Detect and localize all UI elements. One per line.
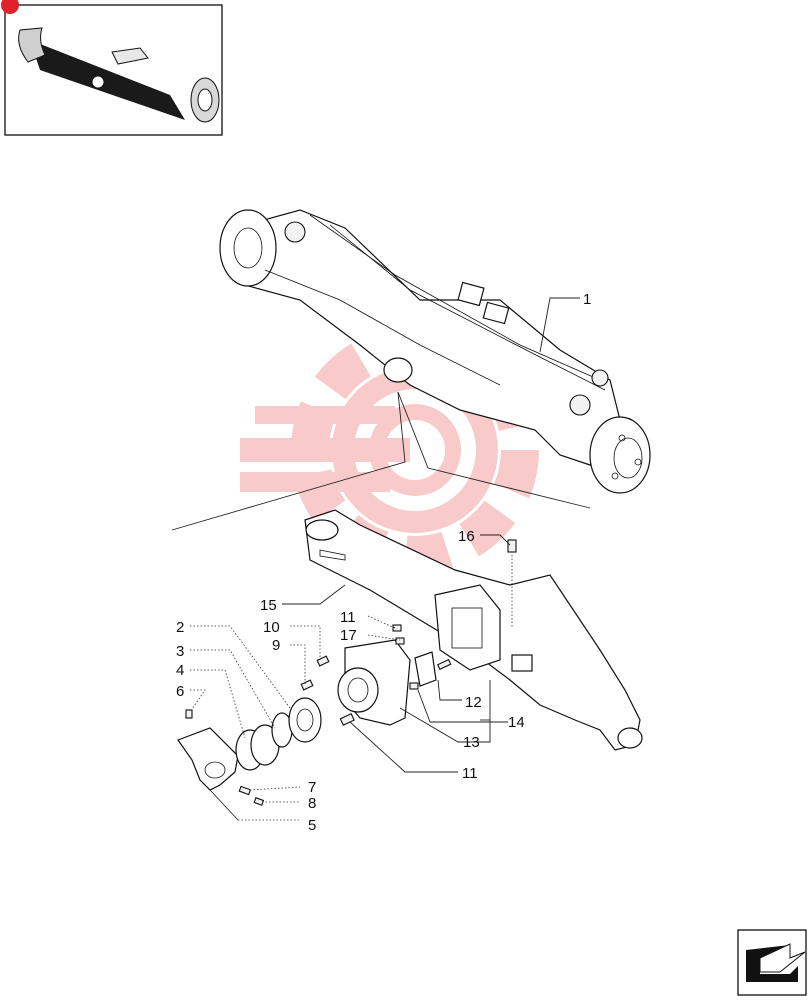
trunnion-parts	[177, 539, 517, 806]
callout-14: 14	[508, 714, 525, 731]
callout-labels: 1 2 3 4 5 6 7 8 9 10 11 11 12 13 14 15 1…	[176, 291, 591, 834]
callout-13: 13	[463, 734, 480, 751]
callout-4: 4	[176, 662, 184, 679]
callout-10: 10	[263, 619, 280, 636]
leader-lines	[189, 297, 580, 821]
callout-12: 12	[465, 694, 482, 711]
callout-2: 2	[176, 619, 184, 636]
axle-beam-exploded	[304, 509, 643, 751]
callout-6: 6	[176, 683, 184, 700]
callout-1: 1	[583, 291, 591, 308]
assembly-guide-lines	[171, 391, 591, 531]
callout-16: 16	[458, 528, 475, 545]
callout-9: 9	[272, 637, 280, 654]
axle-thumbnail-icon[interactable]	[1, 0, 223, 136]
callout-5: 5	[308, 817, 316, 834]
callout-8: 8	[308, 795, 316, 812]
assembled-axle	[219, 209, 651, 494]
callout-17: 17	[340, 627, 357, 644]
next-page-arrow-icon[interactable]	[737, 929, 807, 996]
callout-3: 3	[176, 643, 184, 660]
callout-15: 15	[260, 597, 277, 614]
callout-11-top: 11	[340, 609, 356, 626]
callout-11-bottom: 11	[462, 765, 478, 782]
callout-7: 7	[308, 779, 316, 796]
